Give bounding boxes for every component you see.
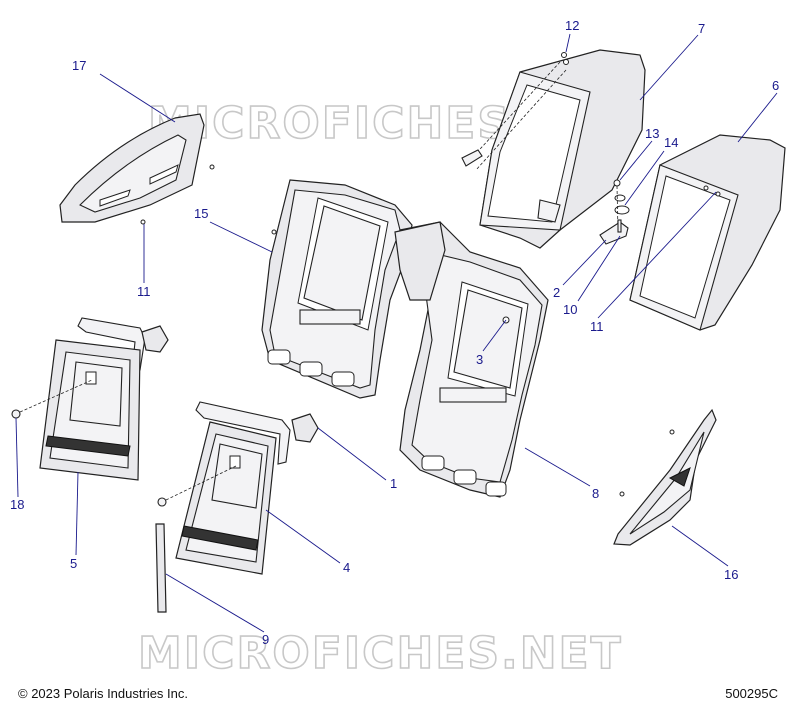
callout-7: 7 (698, 21, 705, 36)
part-4-middle-door (157, 401, 319, 575)
callout-16: 16 (724, 567, 738, 582)
callout-labels: 17 11 15 12 7 6 13 14 2 10 11 3 1 8 4 5 … (10, 18, 779, 647)
part-16-side-panel (613, 408, 717, 546)
part-2-bracket-hardware (599, 179, 630, 245)
callout-12: 12 (565, 18, 579, 33)
part-7-storage-box (461, 49, 646, 249)
part-17-side-cover (59, 113, 215, 225)
callout-5: 5 (70, 556, 77, 571)
callout-11-left: 11 (137, 284, 151, 299)
callout-11-right: 11 (590, 319, 604, 334)
leader-lines (15, 33, 778, 633)
part-8-right-panel (394, 221, 549, 498)
callout-10: 10 (563, 302, 577, 317)
callout-8: 8 (592, 486, 599, 501)
callout-18: 18 (10, 497, 24, 512)
callout-3: 3 (476, 352, 483, 367)
part-6-side-storage-box (629, 134, 786, 331)
callout-1: 1 (390, 476, 397, 491)
callout-9: 9 (262, 632, 269, 647)
callout-2: 2 (553, 285, 560, 300)
callout-17: 17 (72, 58, 86, 73)
drawing-number: 500295C (725, 686, 778, 701)
part-9-strip (155, 523, 167, 613)
watermark-bottom: MICROFICHES.NET (138, 628, 623, 679)
callout-6: 6 (772, 78, 779, 93)
part-5-left-door (11, 317, 169, 481)
callout-13: 13 (645, 126, 659, 141)
callout-4: 4 (343, 560, 350, 575)
callout-14: 14 (664, 135, 678, 150)
callout-15: 15 (194, 206, 208, 221)
copyright-text: © 2023 Polaris Industries Inc. (18, 686, 188, 701)
part-1-left-panel (261, 179, 413, 399)
